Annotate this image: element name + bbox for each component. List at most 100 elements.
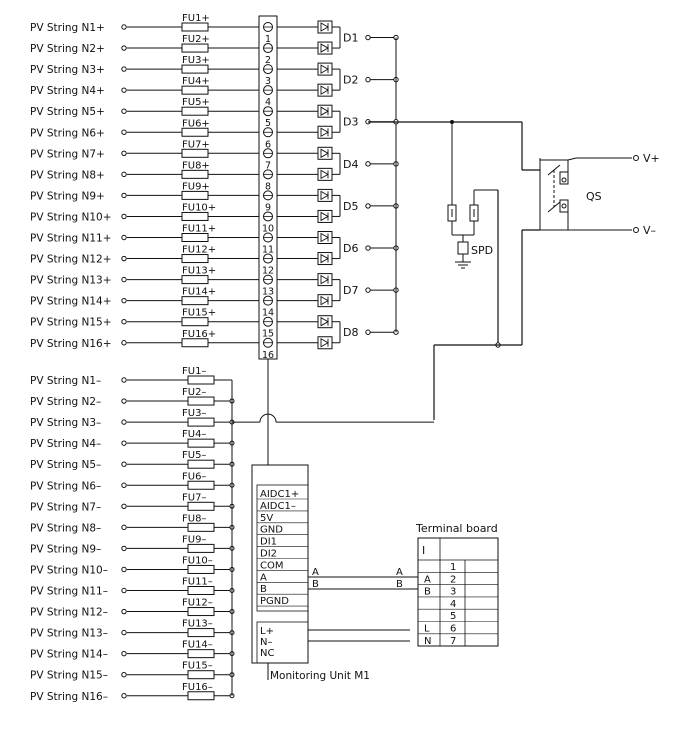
diode-output-node: [365, 34, 371, 41]
pos-string-terminal: [121, 45, 127, 51]
diode-box: [317, 83, 333, 97]
terminal-board-num: 5: [450, 611, 456, 622]
diode-icon: [320, 232, 329, 243]
fuse-symbol: [187, 522, 215, 532]
v-minus-terminal: [633, 227, 639, 233]
neg-string-terminal: [121, 545, 127, 552]
pos-string-label: PV String N5+: [30, 106, 105, 118]
pos-string-terminal: [121, 66, 127, 72]
monitor-power-label: NC: [260, 648, 274, 659]
pos-fuse-label: FU3+: [182, 55, 210, 66]
neg-string-terminal: [121, 440, 127, 446]
terminal-board-num: 7: [450, 636, 456, 647]
terminal-board-box: [417, 537, 499, 647]
pos-string-terminal: [121, 297, 127, 304]
diode-icon: [320, 169, 329, 180]
monitoring-pin-block: [256, 484, 309, 612]
pos-string-label: PV String N8+: [30, 169, 105, 181]
terminal-number: 14: [262, 308, 274, 319]
neg-string-label: PV String N2–: [30, 396, 101, 408]
diode-icon: [320, 64, 329, 74]
spd-block: [457, 241, 469, 255]
monitor-pin-label: AIDC1–: [260, 501, 296, 512]
terminal-board-header: I: [422, 544, 425, 557]
terminal-number: 16: [262, 350, 274, 361]
pos-string-label: PV String N11+: [30, 233, 112, 245]
diode-box: [317, 146, 333, 160]
fuse-symbol: [181, 296, 209, 306]
v-plus-label: V+: [643, 152, 660, 165]
fuse-symbol: [187, 501, 215, 511]
diode-box: [317, 188, 333, 202]
diode-label: D1: [343, 32, 358, 45]
neg-string-terminal: [121, 377, 127, 383]
neg-string-label: PV String N12–: [30, 607, 108, 619]
pos-fuse-label: FU7+: [182, 139, 210, 150]
neg-fuse-label: FU14–: [182, 640, 213, 651]
terminal-board-row-label: N: [424, 636, 431, 647]
neg-fuse-label: FU3–: [182, 408, 206, 419]
diode-box: [317, 104, 333, 118]
positive-string-rows: PV String N1+FU1+PV String N2+FU2+PV Str…: [30, 13, 260, 350]
terminal-board-num: 2: [450, 574, 456, 585]
terminal-number: 1: [265, 34, 271, 45]
neg-string-terminal: [121, 524, 127, 531]
neg-string-terminal: [121, 608, 127, 615]
pos-string-terminal: [121, 108, 127, 114]
fuse-symbol: [187, 607, 215, 617]
neg-string-terminal: [121, 650, 127, 657]
neg-fuse-label: FU1–: [182, 366, 206, 377]
diode-box: [317, 209, 333, 223]
diode-label: D4: [343, 158, 358, 171]
diode-icon: [320, 211, 329, 222]
neg-string-label: PV String N10–: [30, 564, 108, 576]
monitor-pin-label: DI1: [260, 537, 277, 548]
terminal-number: 2: [265, 55, 271, 66]
diode-icon: [320, 148, 329, 159]
diode-output-node: [365, 203, 371, 209]
neg-fuse-label: FU15–: [182, 661, 213, 672]
monitor-pin-label: 5V: [260, 513, 273, 524]
fuse-symbol: [187, 375, 215, 385]
pos-string-label: PV String N12+: [30, 254, 112, 266]
diode-icon: [320, 22, 329, 32]
pos-string-label: PV String N14+: [30, 296, 112, 308]
diode-box: [317, 336, 333, 350]
monitor-pin-label: COM: [260, 560, 283, 571]
diode-box: [317, 62, 333, 76]
terminal-board-row-label: B: [424, 587, 431, 598]
pos-fuse-label: FU14+: [182, 287, 216, 298]
diode-box: [317, 315, 333, 329]
neg-string-label: PV String N15–: [30, 670, 108, 682]
neg-fuse-label: FU2–: [182, 387, 206, 398]
terminal-board-num: 3: [450, 587, 456, 598]
pos-string-label: PV String N6+: [30, 127, 105, 139]
diode-output-node: [365, 245, 371, 251]
wire-label: A: [396, 567, 403, 578]
diode-output-node: [365, 161, 371, 167]
fuse-symbol: [187, 691, 215, 701]
pos-string-label: PV String N13+: [30, 275, 112, 287]
monitor-pin-label: DI2: [260, 549, 277, 560]
diode-label: D2: [343, 74, 358, 87]
neg-fuse-label: FU6–: [182, 471, 206, 482]
wire-label: B: [312, 579, 319, 590]
diode-box: [317, 231, 333, 244]
pos-fuse-label: FU4+: [182, 76, 210, 87]
neg-string-terminal: [121, 398, 127, 404]
fuse-symbol: [187, 649, 215, 659]
output-section: QS V+ V– SPD: [368, 120, 660, 420]
neg-string-label: PV String N11–: [30, 586, 108, 598]
v-minus-label: V–: [643, 224, 656, 237]
monitor-pin-label: A: [260, 572, 267, 583]
neg-fuse-label: FU13–: [182, 619, 213, 630]
pos-string-terminal: [121, 319, 127, 325]
diode-icon: [320, 85, 329, 95]
neg-string-label: PV String N8–: [30, 522, 101, 534]
neg-fuse-label: FU12–: [182, 598, 213, 609]
neg-string-label: PV String N7–: [30, 501, 101, 513]
